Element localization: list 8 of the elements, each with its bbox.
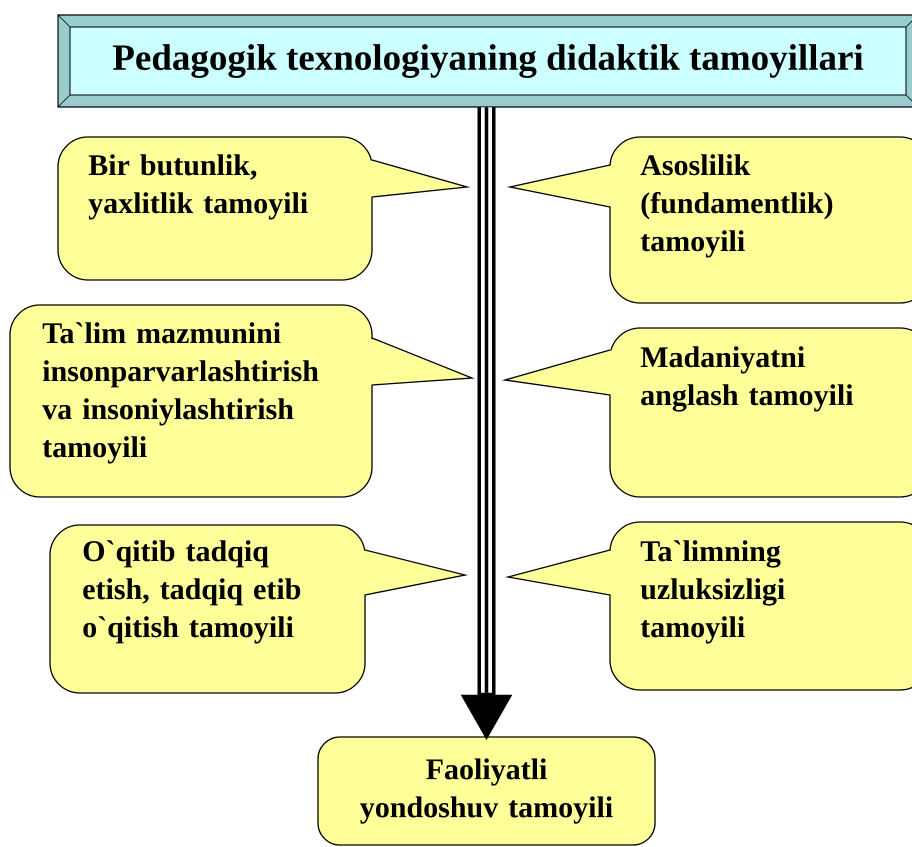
speech-bubble: O`qitib tadqiq etish, tadqiq etib o`qitish tamoyili <box>49 524 468 694</box>
principle-box: Faoliyatli yondoshuv tamoyili <box>317 736 656 846</box>
speech-bubble: Asoslilik (fundamentlik) tamoyili <box>506 136 912 304</box>
title-banner: Pedagogik texnologiyaning didaktik tamoyillari <box>57 14 912 108</box>
speech-bubble: Ta`lim mazmunini insonparvarlashtirish va insoniylashtirish tamoyili <box>9 304 475 498</box>
speech-bubble: Ta`limning uzluksizligi tamoyili <box>504 521 912 691</box>
speech-bubble: Madaniyatni anglash tamoyili <box>502 327 912 498</box>
speech-bubble: Bir butunlik, yaxlitlik tamoyili <box>57 136 470 281</box>
